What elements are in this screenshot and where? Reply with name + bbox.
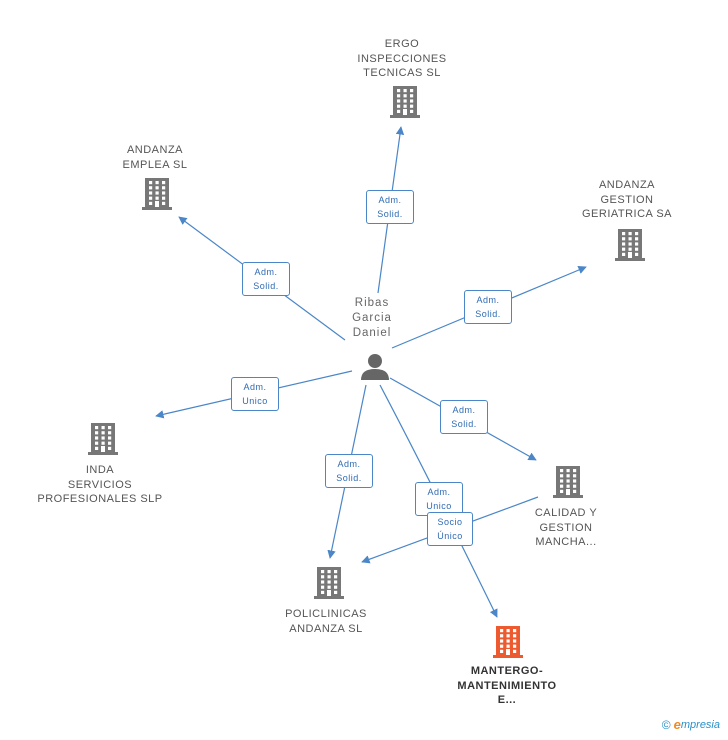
- person-label-line: Daniel: [352, 327, 392, 339]
- building-icon[interactable]: [88, 423, 118, 455]
- person-label-line: Garcia: [352, 312, 392, 324]
- edge-badge-policlinicas[interactable]: Adm. Solid.: [325, 454, 373, 488]
- edge-badge-line: Adm.: [452, 405, 476, 415]
- company-label-line: ERGO: [384, 38, 420, 50]
- edge-badge-line: Solid.: [253, 281, 279, 291]
- building-icon[interactable]: [615, 229, 645, 261]
- edge-badge-ergo[interactable]: Adm. Solid.: [366, 190, 414, 224]
- edge-badge-calidad[interactable]: Adm. Solid.: [440, 400, 488, 434]
- edge-badge-gestion[interactable]: Adm. Solid.: [464, 290, 512, 324]
- company-label-line: EMPLEA SL: [122, 158, 188, 171]
- person-label-line: Ribas: [354, 297, 390, 309]
- company-label-line: MANTENIMIENTO: [457, 679, 557, 692]
- building-icon[interactable]: [314, 567, 344, 599]
- company-label-line: SERVICIOS: [67, 478, 133, 491]
- company-label-line: TECNICAS SL: [363, 67, 441, 79]
- edge-badge-line: Adm.: [427, 487, 451, 497]
- company-label-line: ANDANZA SL: [289, 622, 363, 635]
- company-label-line: E...: [497, 694, 517, 706]
- person-icon[interactable]: [361, 354, 389, 380]
- building-icon[interactable]: [390, 86, 420, 118]
- company-label-line: MANTERGO-: [470, 665, 544, 677]
- company-label-line: ANDANZA: [598, 179, 656, 191]
- company-label-inda[interactable]: INDA SERVICIOS PROFESIONALES SLP: [37, 463, 162, 507]
- edge-badge-calidad-policlinicas[interactable]: Socio Único: [427, 512, 473, 546]
- company-label-line: INSPECCIONES: [357, 52, 447, 65]
- company-label-line: GESTION: [600, 193, 654, 206]
- edge-badge-line: Adm.: [254, 267, 278, 277]
- company-label-policlinicas[interactable]: POLICLINICAS ANDANZA SL: [285, 607, 367, 636]
- building-icon[interactable]: [142, 178, 172, 210]
- brand-logo-text: mpresia: [680, 718, 720, 731]
- edge-badge-line: Adm.: [243, 382, 267, 392]
- edge-badge-line: Unico: [242, 396, 268, 406]
- company-label-calidad[interactable]: CALIDAD Y GESTION MANCHA...: [535, 506, 597, 550]
- copyright-icon: ©: [661, 717, 671, 732]
- building-icon[interactable]: [493, 626, 523, 658]
- company-label-mantergo[interactable]: MANTERGO- MANTENIMIENTO E...: [457, 664, 556, 708]
- company-label-line: GERIATRICA SA: [581, 208, 673, 220]
- edge-badge-line: Único: [437, 531, 463, 541]
- edge-badge-line: Adm.: [378, 195, 402, 205]
- company-label-andanza-emplea[interactable]: ANDANZA EMPLEA SL: [122, 143, 187, 172]
- edge-badge-line: Socio: [437, 517, 463, 527]
- edge-badge-line: Solid.: [475, 309, 501, 319]
- edge-badge-mantergo[interactable]: Adm. Unico: [415, 482, 463, 516]
- company-label-ergo[interactable]: ERGO INSPECCIONES TECNICAS SL: [357, 37, 446, 81]
- company-label-line: ANDANZA: [126, 144, 184, 156]
- company-label-andanza-gestion[interactable]: ANDANZA GESTION GERIATRICA SA: [582, 178, 672, 222]
- edge-badge-line: Solid.: [451, 419, 477, 429]
- edge-badge-line: Adm.: [337, 459, 361, 469]
- company-label-line: POLICLINICAS: [285, 608, 367, 620]
- company-label-line: MANCHA...: [535, 536, 597, 548]
- brand-logo-initial: e: [673, 717, 681, 732]
- building-icon[interactable]: [553, 466, 583, 498]
- edge-badge-line: Unico: [426, 501, 452, 511]
- edge-badge-inda[interactable]: Adm. Unico: [231, 377, 279, 411]
- person-label[interactable]: Ribas Garcia Daniel: [352, 296, 392, 341]
- company-label-line: INDA: [85, 464, 115, 476]
- edge-badge-line: Solid.: [377, 209, 403, 219]
- edge-badge-emplea[interactable]: Adm. Solid.: [242, 262, 290, 296]
- edge-badge-line: Solid.: [336, 473, 362, 483]
- company-label-line: CALIDAD Y: [534, 507, 598, 519]
- company-label-line: GESTION: [539, 521, 593, 534]
- company-label-line: PROFESIONALES SLP: [37, 493, 163, 505]
- edge-badge-line: Adm.: [476, 295, 500, 305]
